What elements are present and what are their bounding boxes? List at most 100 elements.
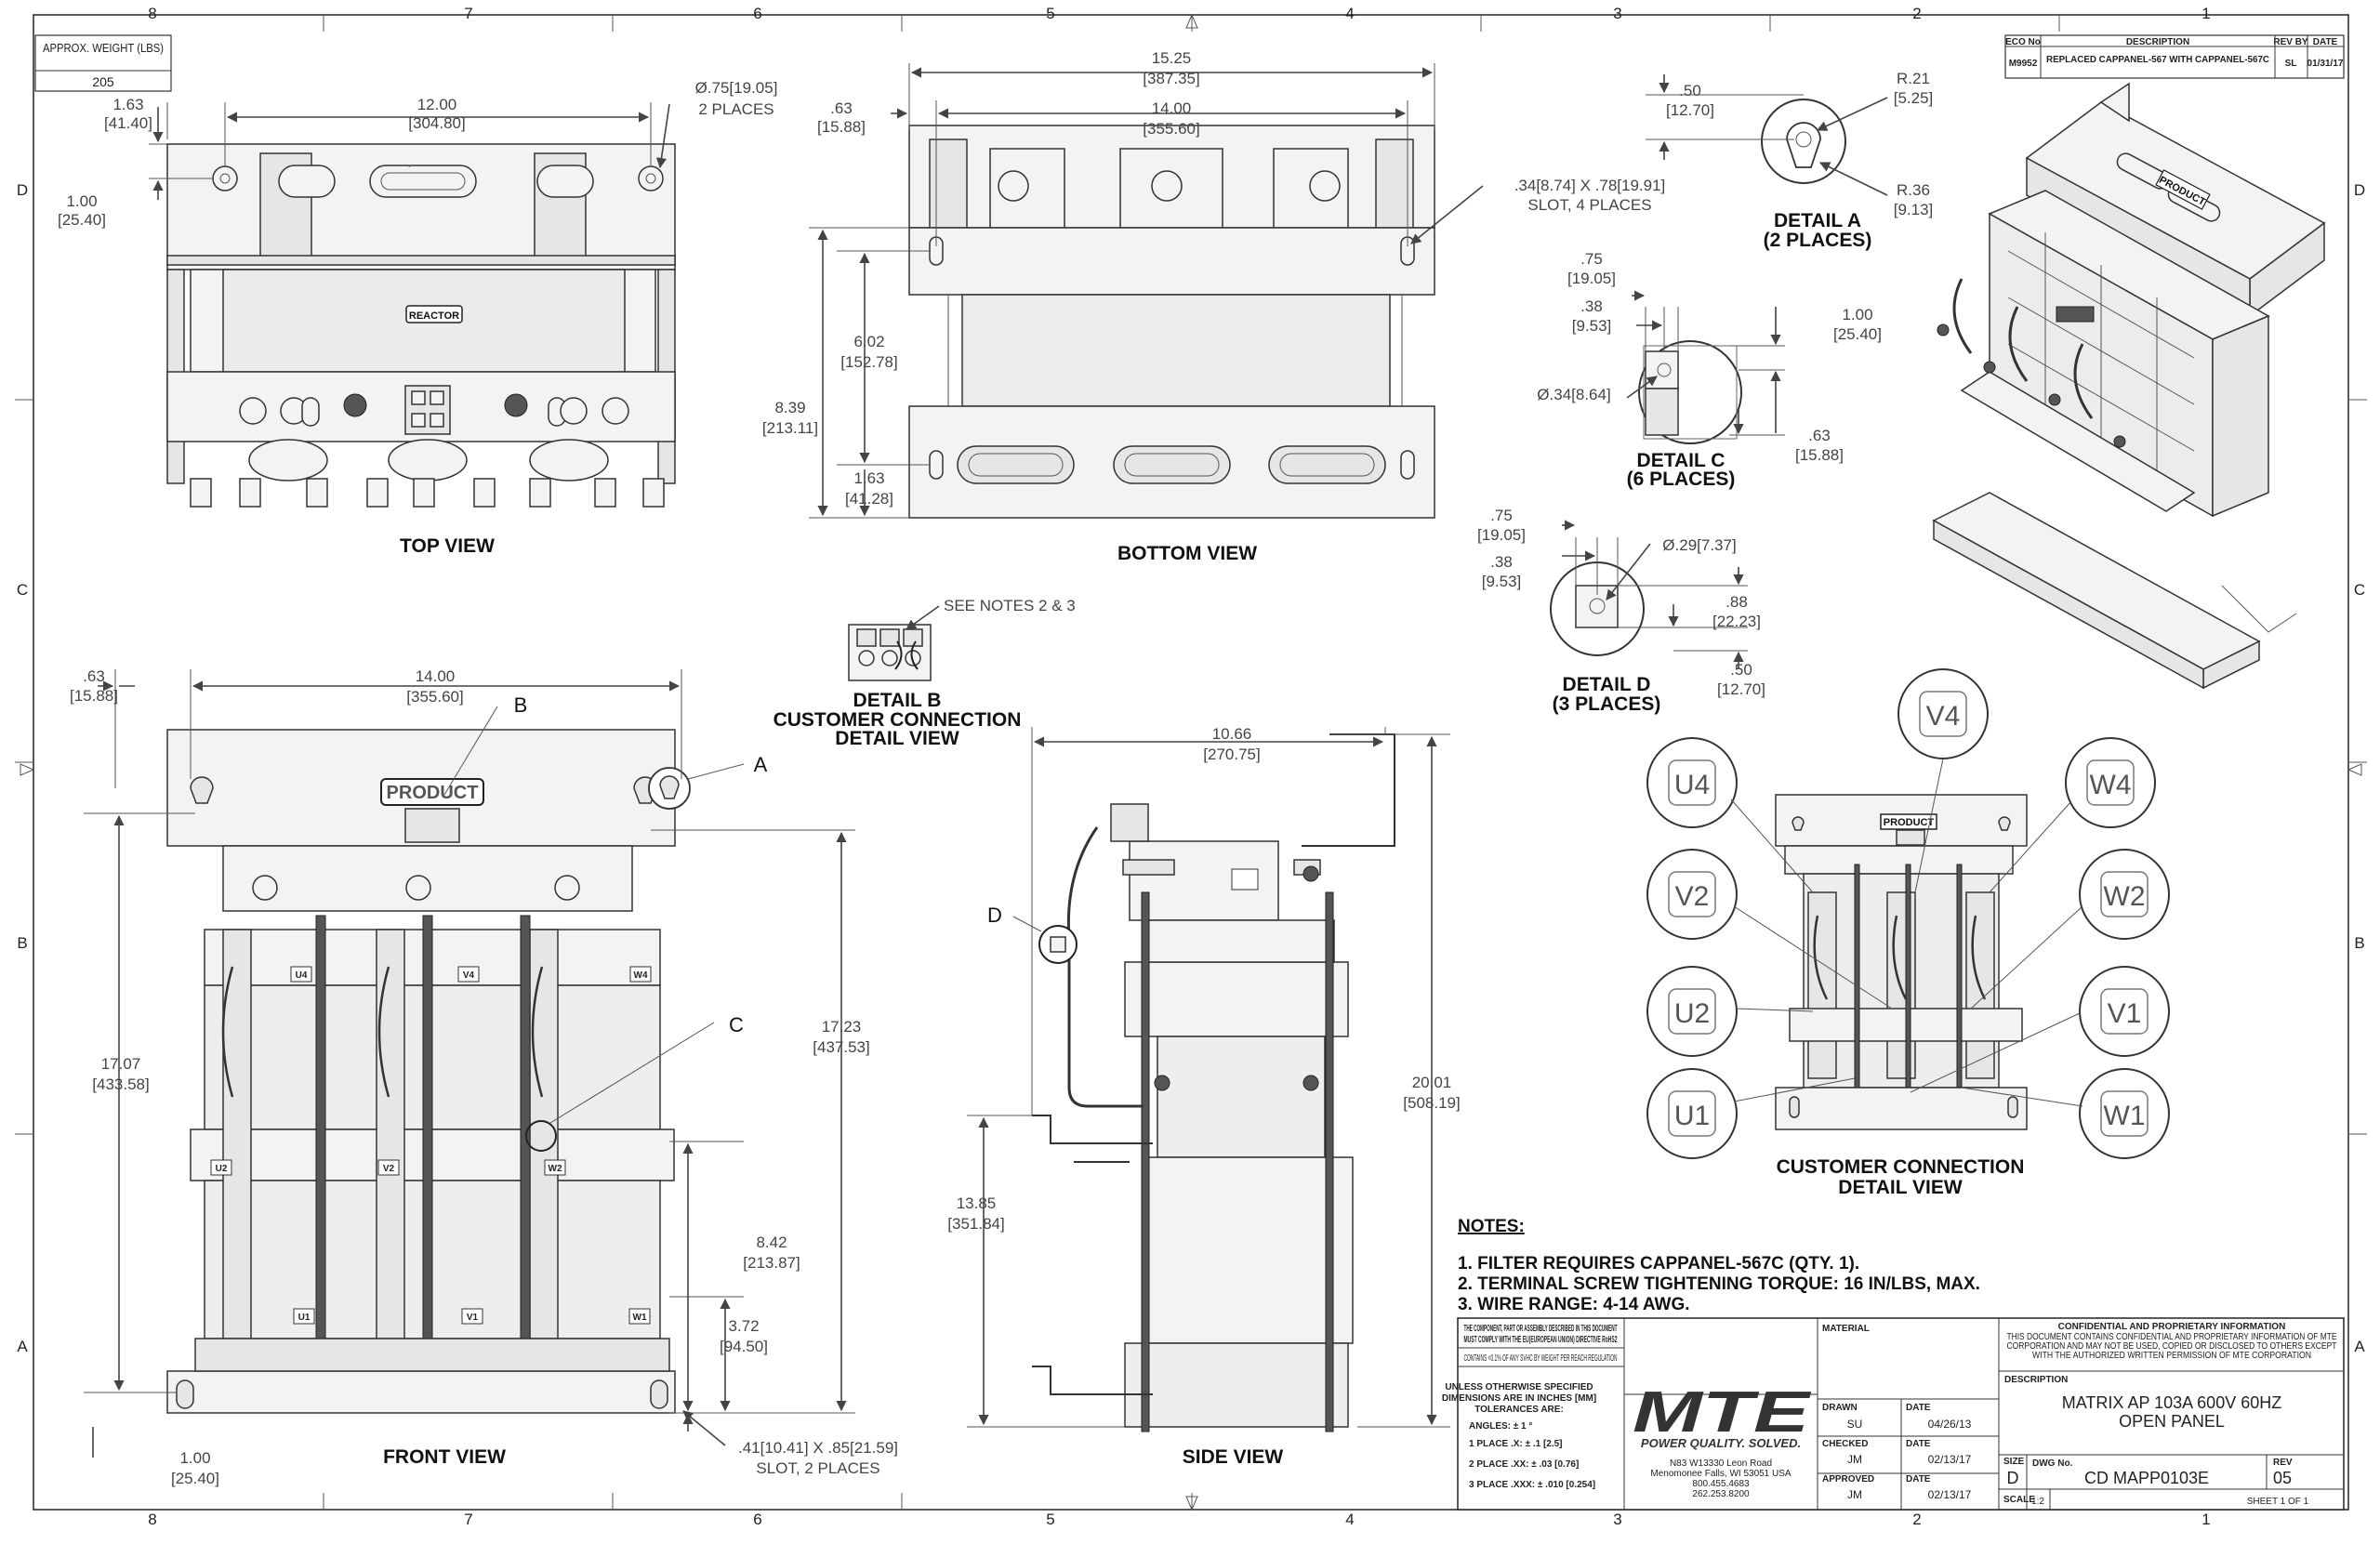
svg-text:SU: SU	[1847, 1418, 1863, 1431]
front-term-w1: W1	[633, 1313, 647, 1323]
svg-text:Ø.34[8.64]: Ø.34[8.64]	[1537, 386, 1610, 403]
svg-text:[25.40]: [25.40]	[171, 1470, 219, 1487]
svg-text:U4: U4	[1674, 770, 1710, 800]
front-term-v2: V2	[383, 1164, 395, 1174]
svg-text:DATE: DATE	[1906, 1474, 1931, 1485]
col-label: 1	[2202, 5, 2210, 22]
detail-a: .50 [12.70] R.21 [5.25] R.36 [9.13] DETA…	[1646, 70, 1933, 251]
svg-text:U1: U1	[1674, 1101, 1710, 1131]
notes-title: NOTES:	[1458, 1217, 1525, 1236]
svg-text:DATE: DATE	[1906, 1403, 1931, 1413]
svg-text:DESCRIPTION: DESCRIPTION	[2004, 1375, 2068, 1385]
svg-text:UNLESS OTHERWISE SPECIFIED: UNLESS OTHERWISE SPECIFIED	[1445, 1382, 1593, 1392]
svg-text:04/26/13: 04/26/13	[1928, 1418, 1972, 1431]
svg-text:Menomonee Falls, WI 53051 USA: Menomonee Falls, WI 53051 USA	[1650, 1469, 1792, 1479]
svg-text:JM: JM	[1847, 1488, 1862, 1501]
svg-text:WITH THE AUTHORIZED WRITTEN PE: WITH THE AUTHORIZED WRITTEN PERMISSION O…	[2032, 1351, 2311, 1361]
svg-text:SLOT, 2 PLACES: SLOT, 2 PLACES	[756, 1459, 879, 1477]
svg-text:CONTAINS <0.1% OF ANY SVHC BY: CONTAINS <0.1% OF ANY SVHC BY WEIGHT PER…	[1464, 1353, 1618, 1364]
notes: NOTES: 1. FILTER REQUIRES CAPPANEL-567C …	[1458, 1217, 1980, 1314]
svg-text:W1: W1	[2104, 1101, 2146, 1131]
svg-text:DIMENSIONS ARE IN INCHES [MM]: DIMENSIONS ARE IN INCHES [MM]	[1442, 1393, 1596, 1404]
bubble-u1: U1	[1646, 1068, 1738, 1159]
svg-text:V4: V4	[1926, 701, 1961, 732]
front-term-w2: W2	[549, 1164, 562, 1174]
bubble-w2: W2	[2079, 849, 2170, 940]
col-label: 8	[148, 5, 156, 22]
eco-revby: SL	[2285, 59, 2297, 69]
svg-text:V1: V1	[2108, 998, 2142, 1029]
col-label: 6	[753, 5, 761, 22]
detail-c-subtitle: (6 PLACES)	[1627, 468, 1736, 490]
front-view: PRODUCT U4 V4 W4 U2 V2 W2	[70, 667, 898, 1487]
dim-bottom-7: 1.63	[853, 469, 884, 487]
svg-text:W4: W4	[2090, 770, 2132, 800]
weight-value: 205	[92, 74, 114, 89]
svg-text:CHECKED: CHECKED	[1822, 1439, 1868, 1449]
col-label: 2	[1912, 1511, 1921, 1528]
row-label: C	[2354, 581, 2365, 599]
dim-bottom-7-mm: [41.28]	[845, 490, 893, 508]
svg-text:20.01: 20.01	[1412, 1074, 1452, 1091]
dim-bottom-3: 14.00	[1152, 99, 1192, 117]
svg-text:SHEET 1 OF 1: SHEET 1 OF 1	[2247, 1497, 2309, 1507]
row-label: A	[17, 1338, 28, 1355]
mte-tagline: POWER QUALITY. SOLVED.	[1641, 1436, 1801, 1450]
svg-text:1.00: 1.00	[1842, 306, 1872, 323]
customer-product-nameplate	[1880, 813, 1937, 830]
svg-text:[22.23]: [22.23]	[1712, 613, 1761, 630]
svg-text:[12.70]: [12.70]	[1717, 680, 1765, 698]
front-term-w4: W4	[634, 970, 648, 981]
svg-text:U2: U2	[1674, 998, 1710, 1029]
col-label: 3	[1613, 1511, 1621, 1528]
svg-text:[19.05]: [19.05]	[1477, 526, 1526, 544]
detail-c: .75 [19.05] .38 [9.53] 1.00 [25.40] Ø.34…	[1537, 250, 1882, 490]
detail-d: .75 [19.05] .38 [9.53] Ø.29[7.37] .88 [2…	[1477, 507, 1765, 715]
dim-bottom-1: .63	[830, 99, 853, 117]
svg-text:8.42: 8.42	[756, 1234, 787, 1251]
reactor-nameplate-text: REACTOR	[409, 310, 459, 322]
svg-text:W2: W2	[2104, 881, 2146, 912]
svg-text:.38: .38	[1490, 553, 1513, 571]
svg-text:02/13/17: 02/13/17	[1928, 1488, 1972, 1501]
svg-text:APPROVED: APPROVED	[1822, 1474, 1874, 1485]
svg-text:.63: .63	[83, 667, 105, 685]
dim-bottom-4: .34[8.74] X .78[19.91]	[1514, 177, 1666, 194]
front-product-nameplate-text: PRODUCT	[387, 783, 479, 803]
svg-text:.63: .63	[1808, 427, 1831, 444]
col-label: 4	[1345, 5, 1354, 22]
svg-text:1 PLACE .X: ± .1 [2.5]: 1 PLACE .X: ± .1 [2.5]	[1469, 1439, 1563, 1449]
callout-d: D	[987, 904, 1002, 927]
svg-text:.88: .88	[1726, 593, 1748, 611]
svg-text:R.21: R.21	[1897, 70, 1930, 87]
row-label: B	[2354, 934, 2364, 952]
top-view-title: TOP VIEW	[400, 535, 495, 557]
bubble-w4: W4	[2065, 737, 2156, 828]
svg-text:[351.84]: [351.84]	[947, 1215, 1004, 1233]
isometric-view: PRODUCT	[1932, 82, 2326, 690]
svg-text:DWG No.: DWG No.	[2032, 1458, 2073, 1469]
dim-top-1-mm: [41.40]	[104, 114, 152, 132]
svg-text:THIS DOCUMENT CONTAINS CONFIDE: THIS DOCUMENT CONTAINS CONFIDENTIAL AND …	[2007, 1332, 2337, 1342]
col-label: 7	[464, 1511, 472, 1528]
bubble-v2: V2	[1646, 849, 1738, 940]
drawing-number: CD MAPP0103E	[2084, 1469, 2209, 1487]
drawing-revision: 05	[2273, 1469, 2292, 1487]
svg-text:D: D	[2007, 1469, 2019, 1487]
detail-a-subtitle: (2 PLACES)	[1764, 230, 1872, 251]
dim-bottom-5: 6.02	[853, 333, 884, 350]
row-label: D	[17, 181, 28, 199]
drawing-description-2: OPEN PANEL	[2119, 1412, 2225, 1431]
note-2: 2. TERMINAL SCREW TIGHTENING TORQUE: 16 …	[1458, 1274, 1980, 1294]
svg-text:ANGLES: ± 1 °: ANGLES: ± 1 °	[1469, 1421, 1532, 1432]
svg-text:SCALE: SCALE	[2003, 1495, 2035, 1505]
svg-text:REV: REV	[2273, 1458, 2293, 1468]
svg-text:V2: V2	[1675, 881, 1710, 912]
side-view-title: SIDE VIEW	[1183, 1446, 1284, 1468]
col-label: 3	[1613, 5, 1621, 22]
svg-text:17.23: 17.23	[822, 1018, 862, 1036]
svg-text:REV BY: REV BY	[2273, 37, 2308, 47]
svg-text:.38: .38	[1580, 297, 1603, 315]
callout-b: B	[514, 693, 528, 717]
